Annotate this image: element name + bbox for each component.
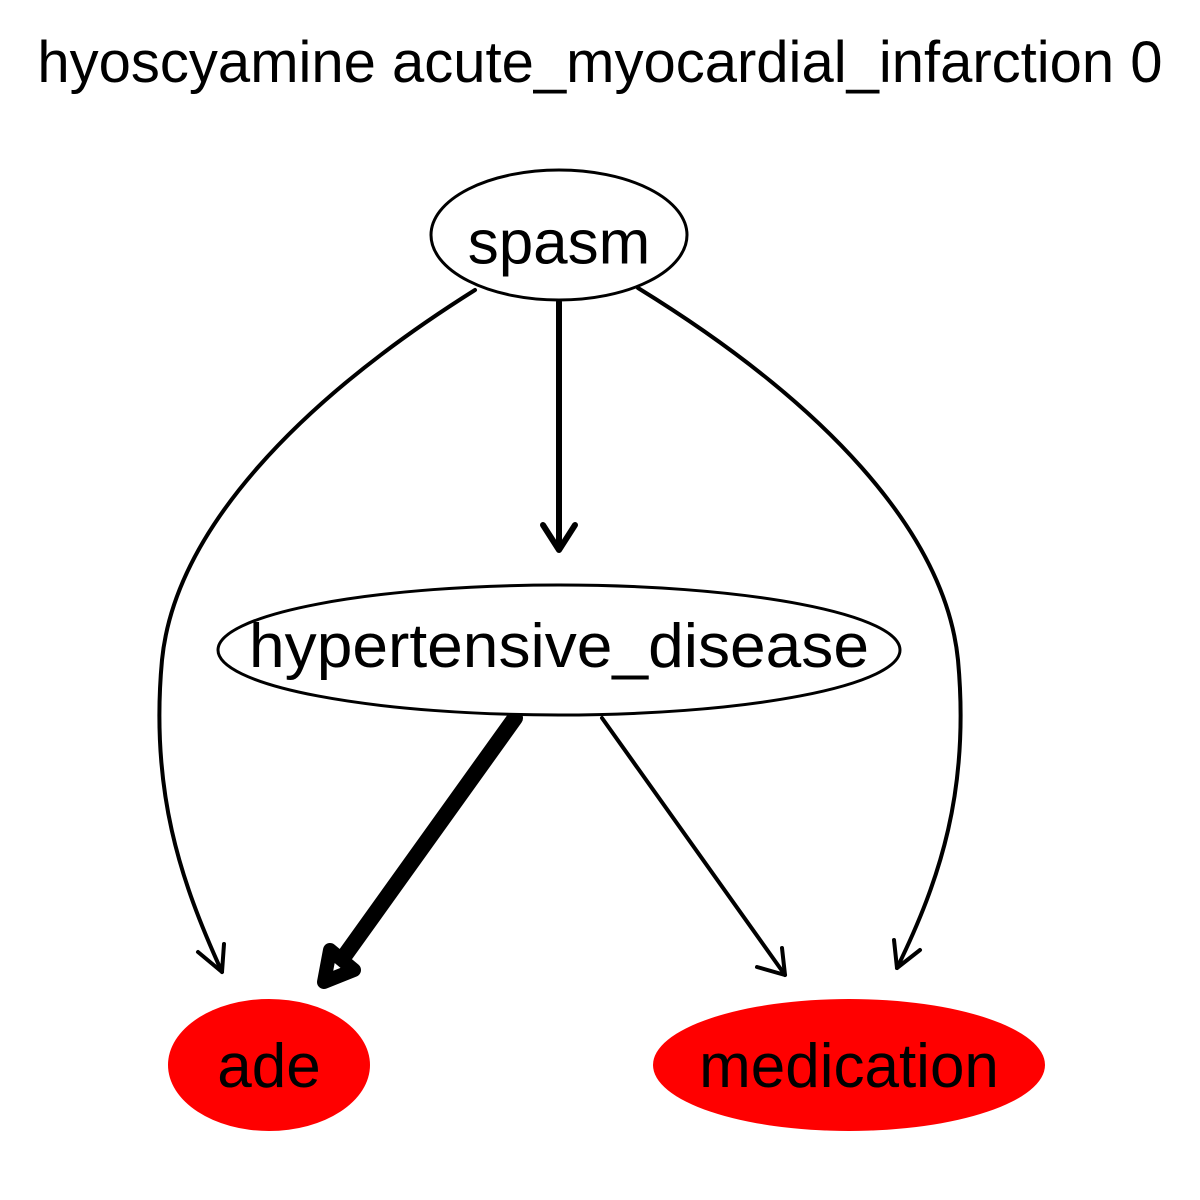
edge-spasm-to-ade — [157, 288, 477, 974]
node-spasm-label: spasm — [468, 208, 651, 277]
arrowhead-hypertensive-disease-to-medication — [755, 946, 787, 977]
arrowhead-hypertensive-disease-to-ade — [317, 943, 361, 989]
node-medication-label: medication — [699, 1032, 999, 1101]
node-hypertensive-disease[interactable]: hypertensive_disease — [216, 583, 902, 717]
graph-title: hyoscyamine acute_myocardial_infarction … — [37, 30, 1162, 95]
edges — [157, 286, 963, 989]
arrowhead-spasm-to-ade — [196, 942, 226, 974]
edge-spasm-to-medication — [636, 286, 963, 970]
edge-hypertensive-disease-to-medication — [600, 716, 787, 977]
arrowhead-spasm-to-hypertensive-disease — [540, 522, 578, 553]
node-medication[interactable]: medication — [653, 999, 1045, 1131]
node-ade-shape — [168, 999, 370, 1131]
node-spasm-shape — [429, 168, 689, 302]
node-ade-label: ade — [217, 1032, 320, 1101]
node-medication-shape — [653, 999, 1045, 1131]
node-ade[interactable]: ade — [168, 999, 370, 1131]
node-hypertensive-disease-shape — [216, 583, 902, 717]
edge-hypertensive-disease-to-ade — [335, 710, 523, 966]
arrowhead-spasm-to-medication — [892, 938, 922, 970]
node-spasm[interactable]: spasm — [429, 168, 689, 302]
node-hypertensive-disease-label: hypertensive_disease — [249, 612, 869, 681]
